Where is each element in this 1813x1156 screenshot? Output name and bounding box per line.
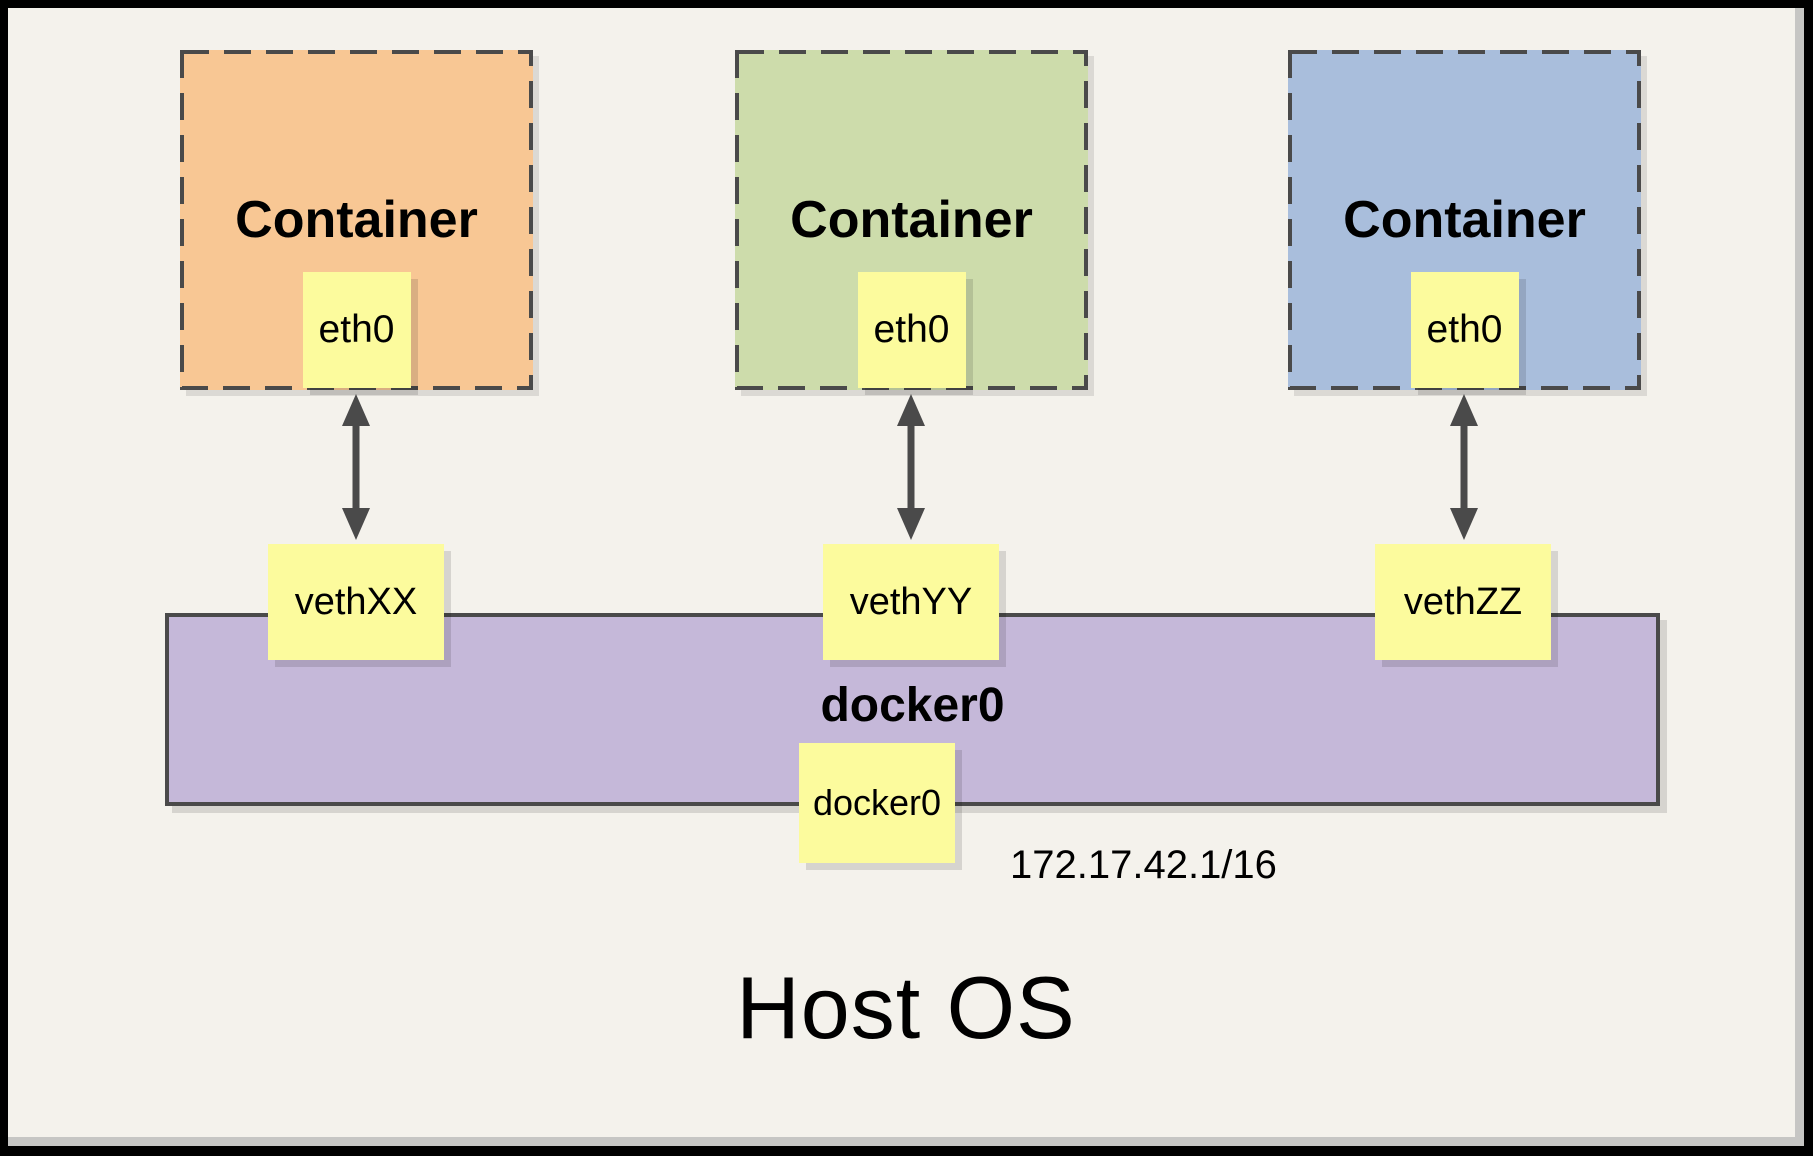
eth0-node-3: eth0 (1410, 272, 1519, 388)
container-box-3: Container eth0 (1288, 50, 1641, 390)
eth0-node-1: eth0 (302, 272, 411, 388)
eth0-node-2: eth0 (857, 272, 966, 388)
bidirectional-arrow-icon-3 (1450, 394, 1478, 540)
eth0-label: eth0 (1426, 308, 1503, 351)
container-title: Container (235, 191, 478, 249)
docker0-interface-label: docker0 (812, 782, 942, 823)
vethZZ-node: vethZZ (1375, 544, 1551, 660)
container-box-2: Container eth0 (735, 50, 1088, 390)
vethZZ-label: vethZZ (1403, 580, 1523, 623)
bidirectional-arrow-icon-1 (342, 394, 370, 540)
container-box-1: Container eth0 (180, 50, 533, 390)
vethXX-node: vethXX (268, 544, 444, 660)
container-title: Container (1343, 191, 1586, 249)
vethYY-label: vethYY (849, 580, 973, 623)
eth0-label: eth0 (318, 308, 395, 351)
eth0-label: eth0 (873, 308, 950, 351)
diagram-canvas: Container eth0 Container eth0 Container … (8, 8, 1804, 1146)
container-title: Container (790, 191, 1033, 249)
bridge-ip-address: 172.17.42.1/16 (1010, 843, 1277, 887)
bidirectional-arrow-icon-2 (897, 394, 925, 540)
host-os-label: Host OS (736, 958, 1076, 1057)
vethXX-label: vethXX (294, 580, 418, 623)
docker0-interface-node: docker0 (799, 743, 955, 863)
docker0-bridge-label: docker0 (820, 679, 1005, 732)
vethYY-node: vethYY (823, 544, 999, 660)
